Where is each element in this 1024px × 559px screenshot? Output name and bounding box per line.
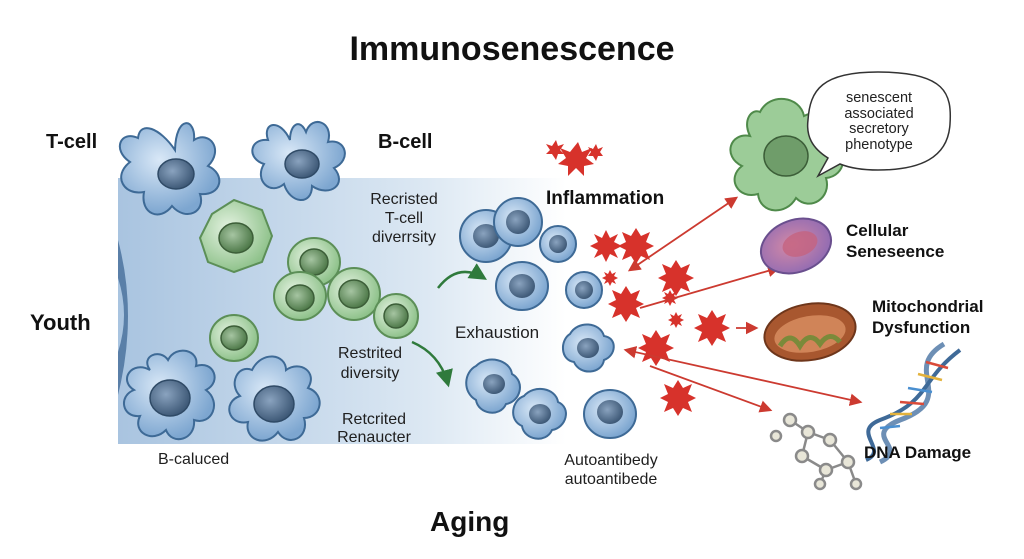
molecule-icon <box>769 412 863 491</box>
mitochondrial-dysfunction-label: Mitochondrial Dysfunction <box>872 297 984 337</box>
blue-lymphocyte <box>565 271 603 309</box>
youth-label: Youth <box>30 310 91 335</box>
dna-helix-icon <box>865 341 962 465</box>
green-arrow <box>437 263 487 289</box>
aging-label: Aging <box>430 506 510 537</box>
b-cell-label: B-cell <box>378 131 433 153</box>
restrited-diversity-label: Restrited diversity <box>337 345 403 382</box>
page-title: Immunosenescence <box>349 30 675 68</box>
inflammation-label: Inflammation <box>546 188 665 209</box>
retcrited-renaucter-label: Retcrited Renaucter <box>337 411 411 446</box>
autoantibody-label: Autoantibedy autoantibede <box>564 452 658 488</box>
green-lymphocyte <box>373 293 419 339</box>
blue-lymphocyte <box>465 358 521 414</box>
dendritic-cell-icon <box>251 120 346 201</box>
youth-accent-wedge <box>118 240 128 395</box>
green-lymphocyte <box>209 314 259 362</box>
speech-bubble-text: senescent associated secretory phenotype <box>844 90 914 153</box>
green-lymphocyte <box>273 271 327 321</box>
dendritic-cell-icon <box>228 355 321 442</box>
green-lymphocyte <box>327 267 381 321</box>
blue-lymphocyte <box>493 197 543 247</box>
green-lymphocyte <box>198 198 274 274</box>
green-lymphocyte <box>287 237 341 287</box>
b-caluced-label: B-caluced <box>158 451 230 468</box>
dendritic-cell-icon <box>123 349 216 441</box>
green-arrow <box>411 340 453 388</box>
blue-lymphocyte <box>512 387 567 440</box>
star-cytokine-icon <box>546 140 730 416</box>
red-arrows <box>623 196 863 413</box>
cellular-senescence-cell-icon <box>760 217 832 275</box>
t-cell-label: T-cell <box>46 131 98 153</box>
blue-lymphocyte <box>539 225 577 263</box>
speech-bubble <box>806 71 952 178</box>
exhaustion-label: Exhaustion <box>455 323 540 342</box>
blue-lymphocyte <box>583 389 637 439</box>
dna-damage-label: DNA Damage <box>864 443 972 462</box>
blue-lymphocyte <box>495 261 549 311</box>
recristed-diversity-label: Recristed T-cell diverrsity <box>370 191 438 246</box>
dendritic-cell-icon <box>118 122 221 216</box>
cellular-senescence-label: Cellular Seneseence <box>846 221 945 261</box>
blue-lymphocyte <box>562 323 615 373</box>
mitochondrion-icon <box>763 302 857 362</box>
